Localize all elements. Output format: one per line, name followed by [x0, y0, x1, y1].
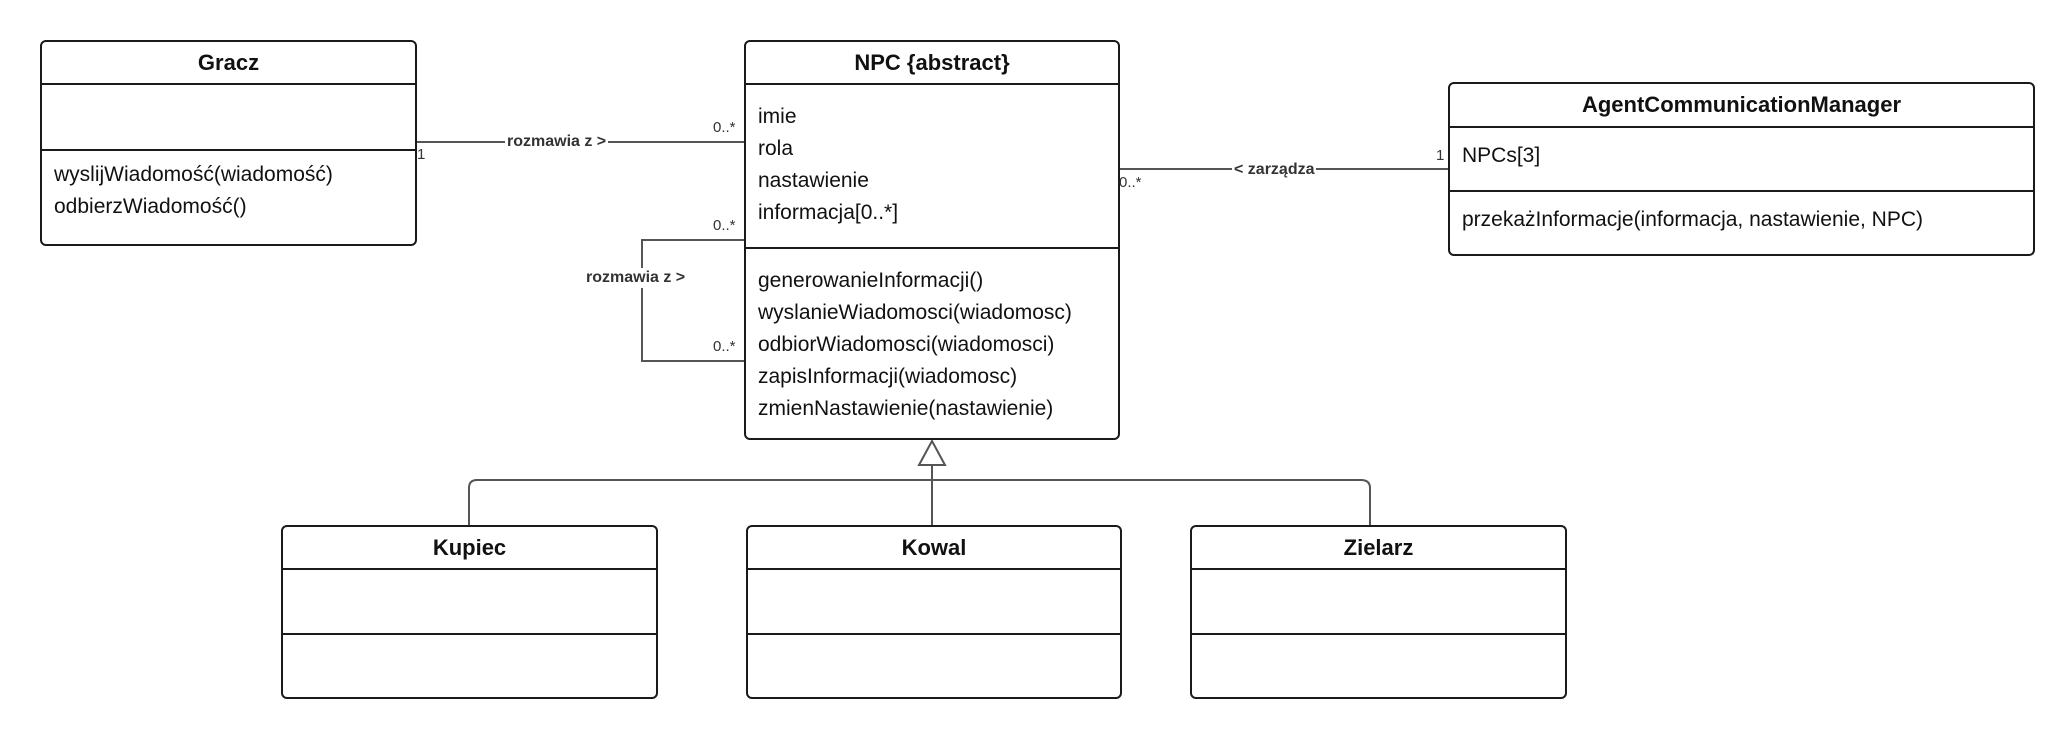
attribute: informacja[0..*]: [758, 201, 899, 224]
class-kowal-operations: [748, 635, 1120, 697]
class-npc: NPC {abstract} imie rola nastawienie inf…: [744, 40, 1120, 440]
operation: zmienNastawienie(nastawienie): [758, 397, 1054, 420]
operation: odbierzWiadomość(): [54, 195, 247, 218]
class-gracz: Gracz wyslijWiadomość(wiadomość) odbierz…: [40, 40, 417, 246]
multiplicity-npc-from-gracz: 0..*: [713, 119, 736, 136]
operation: odbiorWiadomosci(wiadomosci): [758, 333, 1055, 356]
class-kowal: Kowal: [746, 525, 1122, 699]
generalization-connector: [468, 465, 1371, 525]
association-npc-self-line: [641, 239, 744, 362]
class-kowal-name: Kowal: [748, 527, 1120, 570]
class-kupiec: Kupiec: [281, 525, 658, 699]
class-kowal-attributes: [748, 570, 1120, 635]
class-kupiec-attributes: [283, 570, 656, 635]
attribute: imie: [758, 105, 797, 128]
multiplicity-acm: 1: [1436, 147, 1445, 164]
multiplicity-npc-self-target: 0..*: [713, 338, 736, 355]
class-zielarz-name: Zielarz: [1192, 527, 1565, 570]
class-npc-attributes: imie rola nastawienie informacja[0..*]: [746, 85, 1118, 249]
attribute: nastawienie: [758, 169, 869, 192]
operation: generowanieInformacji(): [758, 269, 984, 292]
class-gracz-operations: wyslijWiadomość(wiadomość) odbierzWiadom…: [42, 151, 415, 244]
multiplicity-npc-self-source: 0..*: [713, 217, 736, 234]
class-zielarz-attributes: [1192, 570, 1565, 635]
operation: przekażInformacje(informacja, nastawieni…: [1462, 208, 1924, 231]
attribute: rola: [758, 137, 794, 160]
class-acm-operations: przekażInformacje(informacja, nastawieni…: [1450, 192, 2033, 254]
class-kupiec-operations: [283, 635, 656, 697]
multiplicity-npc-from-acm: 0..*: [1119, 174, 1142, 191]
class-gracz-name: Gracz: [42, 42, 415, 85]
class-npc-name: NPC {abstract}: [746, 42, 1118, 85]
class-acm-attributes: NPCs[3]: [1450, 128, 2033, 192]
class-zielarz-operations: [1192, 635, 1565, 697]
operation: zapisInformacji(wiadomosc): [758, 365, 1018, 388]
class-gracz-attributes: [42, 85, 415, 151]
class-kupiec-name: Kupiec: [283, 527, 656, 570]
multiplicity-gracz: 1: [417, 146, 426, 163]
operation: wyslanieWiadomosci(wiadomosc): [758, 301, 1072, 324]
class-agent-communication-manager: AgentCommunicationManager NPCs[3] przeka…: [1448, 82, 2035, 256]
relation-label-acm-npc: < zarządza: [1232, 160, 1317, 180]
relation-label-npc-self: rozmawia z >: [584, 268, 688, 288]
operation: wyslijWiadomość(wiadomość): [54, 163, 333, 186]
generalization-arrowhead: [917, 438, 947, 466]
class-acm-name: AgentCommunicationManager: [1450, 84, 2033, 128]
class-zielarz: Zielarz: [1190, 525, 1567, 699]
relation-label-gracz-npc: rozmawia z >: [505, 132, 609, 152]
class-npc-operations: generowanieInformacji() wyslanieWiadomos…: [746, 249, 1118, 438]
attribute: NPCs[3]: [1462, 144, 1541, 167]
